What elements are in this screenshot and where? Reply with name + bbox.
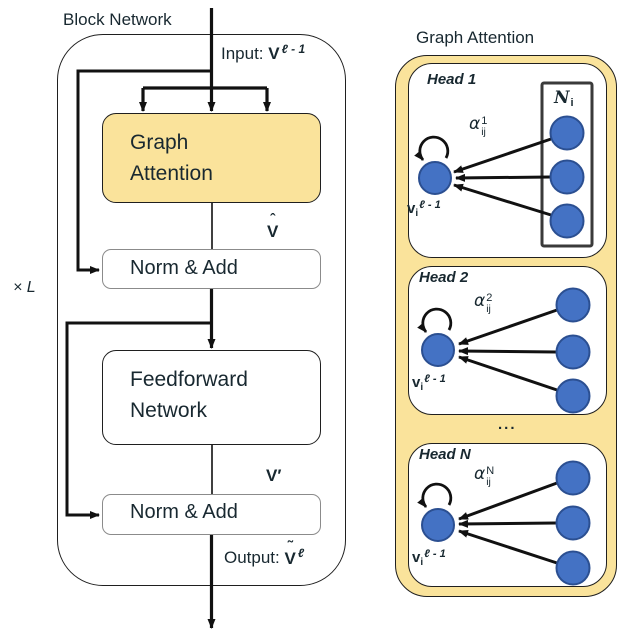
vprime-label: V′ (266, 466, 282, 485)
alpha-symbol: α (469, 114, 481, 134)
attention-edge (455, 173, 551, 182)
feedforward-line-1: Feedforward (130, 368, 248, 391)
alpha-symbol: α (474, 464, 486, 484)
attention-edge (453, 137, 552, 174)
head-2-node-label: viℓ - 1 (412, 373, 446, 393)
node-symbol: v (407, 200, 416, 217)
neighbor-node (555, 378, 591, 414)
neighbor-node (549, 159, 585, 195)
attention-edge (458, 308, 558, 346)
loop-count-label: × L (13, 279, 36, 296)
output-superscript: ℓ (297, 546, 305, 560)
output-accent: ˜ (287, 538, 293, 555)
input-symbol: V (268, 44, 280, 63)
neighbor-node (555, 505, 591, 541)
node-symbol: v (412, 374, 421, 391)
block-network-container (57, 34, 346, 586)
neighbor-node (555, 460, 591, 496)
norm-add-box-2 (102, 494, 321, 535)
alpha-subscript: ij (486, 476, 491, 488)
neighborhood-set-label: Ni (554, 88, 574, 109)
alpha-superscript: N (486, 465, 495, 477)
neighbor-node (549, 203, 585, 239)
graph-attention-line-1: Graph (130, 131, 189, 154)
vhat-base: V (267, 222, 279, 241)
self-loop-arrow (417, 482, 453, 508)
block-network-title: Block Network (63, 10, 172, 29)
input-prefix: Input: (221, 44, 269, 63)
output-symbol: V (284, 549, 296, 568)
head-n-label: Head N (419, 446, 471, 463)
head-2-label: Head 2 (419, 269, 469, 286)
norm-add-2-label: Norm & Add (130, 501, 238, 523)
alpha-superscript: 2 (486, 292, 493, 304)
node-subscript: i (420, 557, 424, 568)
neighbor-node (555, 334, 591, 370)
heads-ellipsis: ... (498, 416, 517, 433)
alpha-subscript: ij (481, 126, 486, 138)
neighborhood-subscript: i (570, 97, 574, 109)
neighbor-node (555, 550, 591, 586)
neighbor-node (555, 287, 591, 323)
feedforward-box (102, 350, 321, 445)
self-loop-arrow (414, 135, 450, 161)
head-2-graph (417, 287, 591, 414)
center-node (421, 333, 455, 367)
skip-connection-1 (76, 69, 211, 274)
attention-edge (458, 355, 558, 392)
graph-attention-box (102, 113, 321, 203)
attention-edge (458, 519, 557, 528)
feedforward-box-label: Feedforward Network (130, 364, 248, 426)
node-subscript: i (420, 382, 424, 393)
head-1-graph (414, 81, 594, 248)
neighborhood-set-box (540, 81, 594, 248)
feedforward-line-2: Network (130, 399, 208, 422)
vhat-accent: ˆ (270, 211, 276, 228)
attention-edge (453, 183, 552, 217)
node-superscript: ℓ - 1 (419, 199, 441, 211)
attention-edge (458, 481, 558, 521)
alpha-symbol: α (474, 291, 486, 311)
node-symbol: v (412, 549, 421, 566)
block-network-wiring (65, 8, 271, 629)
graph-attention-line-2: Attention (130, 162, 213, 185)
input-superscript: ℓ - 1 (281, 42, 306, 56)
output-prefix: Output: (224, 548, 285, 567)
alpha-subscript: ij (486, 303, 491, 315)
attention-edge (458, 529, 558, 565)
head-1-label: Head 1 (427, 71, 477, 88)
node-superscript: ℓ - 1 (424, 548, 446, 560)
graph-attention-box-label: Graph Attention (130, 127, 213, 189)
center-node (421, 508, 455, 542)
graph-attention-panel-title: Graph Attention (416, 28, 535, 47)
self-loop-arrow (417, 307, 453, 333)
attention-edge (458, 347, 557, 356)
neighbor-node (549, 115, 585, 151)
head-n-node-label: viℓ - 1 (412, 548, 446, 568)
node-superscript: ℓ - 1 (424, 373, 446, 385)
head-n-graph (417, 460, 591, 586)
neighborhood-symbol: N (554, 88, 570, 108)
norm-add-box-1 (102, 249, 321, 289)
node-subscript: i (415, 208, 419, 219)
skip-connection-2 (65, 321, 212, 519)
alpha-superscript: 1 (481, 115, 488, 127)
norm-add-1-label: Norm & Add (130, 257, 238, 279)
center-node (418, 161, 452, 195)
head-1-node-label: viℓ - 1 (407, 199, 441, 219)
